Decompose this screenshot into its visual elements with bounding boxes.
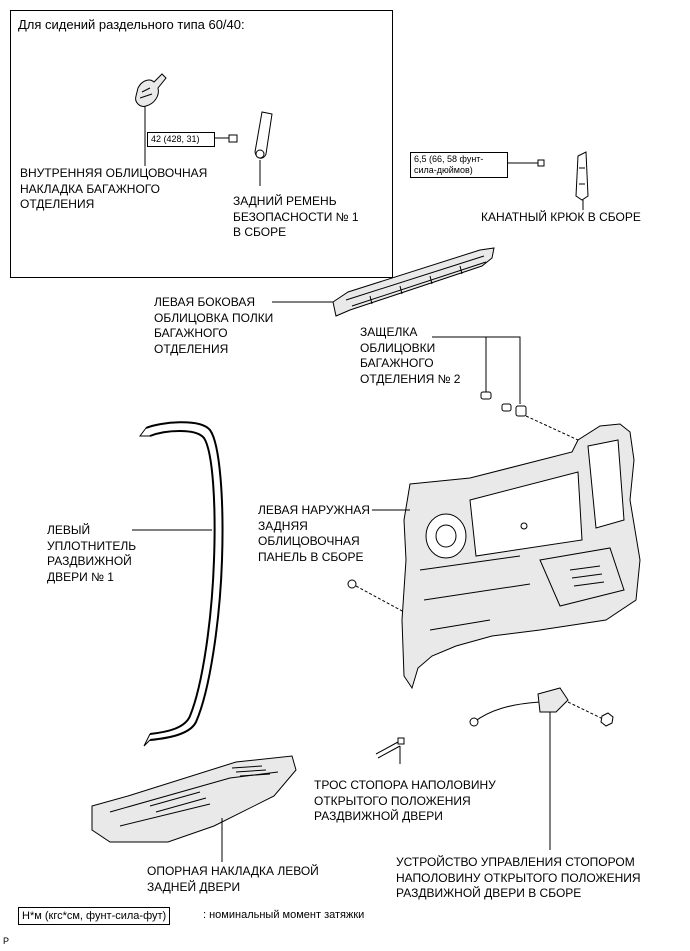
- legend-meaning: : номинальный момент затяжки: [203, 909, 365, 921]
- label-stopper-control: УСТРОЙСТВО УПРАВЛЕНИЯ СТОПОРОМ НАПОЛОВИН…: [396, 855, 641, 900]
- rope-hook-part: [575, 151, 589, 201]
- trim-clip-b: [501, 403, 527, 417]
- inset-title: Для сидений раздельного типа 60/40:: [18, 17, 245, 32]
- stopper-cable-part: [375, 737, 405, 759]
- corner-mark: P: [3, 936, 10, 946]
- quarter-trim-bolt: [347, 579, 357, 589]
- stopper-control-part: [469, 687, 569, 727]
- torque-box-rope-hook: 6,5 (66, 58 фунт- сила-дюймов): [410, 152, 508, 178]
- quarter-trim-panel-part: [401, 423, 641, 690]
- legend-unit-box: Н*м (кгс*см, фунт-сила-фут): [18, 907, 171, 925]
- label-deck-trim-side: ЛЕВАЯ БОКОВАЯ ОБЛИЦОВКА ПОЛКИ БАГАЖНОГО …: [154, 295, 274, 356]
- seat-belt-part: [254, 111, 273, 159]
- stopper-control-nut: [600, 712, 614, 727]
- label-rope-hook: КАНАТНЫЙ КРЮК В СБОРЕ: [481, 210, 641, 224]
- weatherstrip-part: [139, 421, 224, 747]
- inset-frame: [10, 10, 393, 278]
- torque-box-seat-belt: 42 (428, 31): [147, 132, 215, 147]
- trim-clip-leaders: [432, 336, 521, 404]
- label-stopper-cable: ТРОС СТОПОРА НАПОЛОВИНУ ОТКРЫТОГО ПОЛОЖЕ…: [314, 778, 496, 823]
- rope-hook-bolt: [537, 159, 545, 167]
- label-weatherstrip: ЛЕВЫЙ УПЛОТНИТЕЛЬ РАЗДВИЖНОЙ ДВЕРИ № 1: [47, 523, 137, 584]
- label-inner-trim: ВНУТРЕННЯЯ ОБЛИЦОВОЧНАЯ НАКЛАДКА БАГАЖНО…: [20, 166, 208, 211]
- label-scuff-plate: ОПОРНАЯ НАКЛАДКА ЛЕВОЙ ЗАДНЕЙ ДВЕРИ: [147, 864, 319, 894]
- inner-trim-cover-part: [135, 73, 167, 107]
- label-trim-clip: ЗАЩЕЛКА ОБЛИЦОВКИ БАГАЖНОГО ОТДЕЛЕНИЯ № …: [360, 325, 461, 386]
- label-quarter-trim: ЛЕВАЯ НАРУЖНАЯ ЗАДНЯЯ ОБЛИЦОВОЧНАЯ ПАНЕЛ…: [258, 503, 370, 564]
- label-seat-belt: ЗАДНИЙ РЕМЕНЬ БЕЗОПАСНОСТИ № 1 В СБОРЕ: [233, 194, 359, 239]
- seat-belt-bolt: [223, 134, 238, 143]
- deck-trim-side-part: [332, 247, 495, 317]
- scuff-plate-part: [91, 755, 297, 843]
- trim-clip-a: [480, 391, 492, 400]
